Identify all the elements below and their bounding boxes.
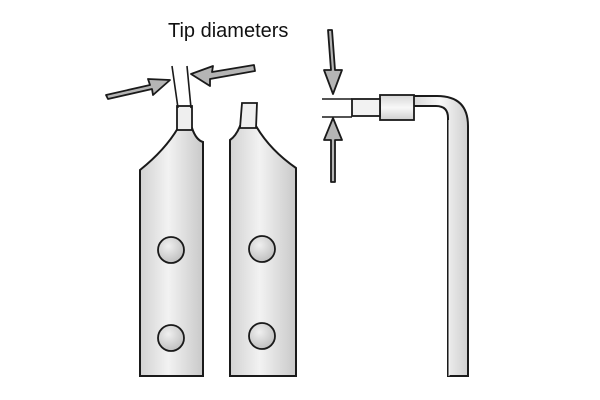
arrow-up-icon	[323, 117, 343, 183]
left-jaw	[139, 105, 204, 377]
right-jaw	[229, 102, 297, 377]
rivet-icon	[157, 324, 185, 352]
rivet-icon	[248, 322, 276, 350]
tip-diameters-caption: Tip diameters	[168, 20, 289, 42]
rivet-icon	[157, 236, 185, 264]
left-jaw-tip	[176, 105, 193, 131]
right-jaw-tip	[239, 102, 258, 129]
diameter-guide-line	[171, 65, 179, 109]
arrow-right-icon	[105, 78, 171, 100]
bent-tip-end	[351, 98, 381, 117]
diameter-guide-line	[186, 65, 192, 109]
arrow-left-icon	[190, 64, 256, 87]
arrow-down-icon	[323, 29, 343, 95]
bent-tip-jaw	[351, 94, 469, 377]
bent-tip-collar	[379, 94, 415, 121]
rivet-icon	[248, 235, 276, 263]
